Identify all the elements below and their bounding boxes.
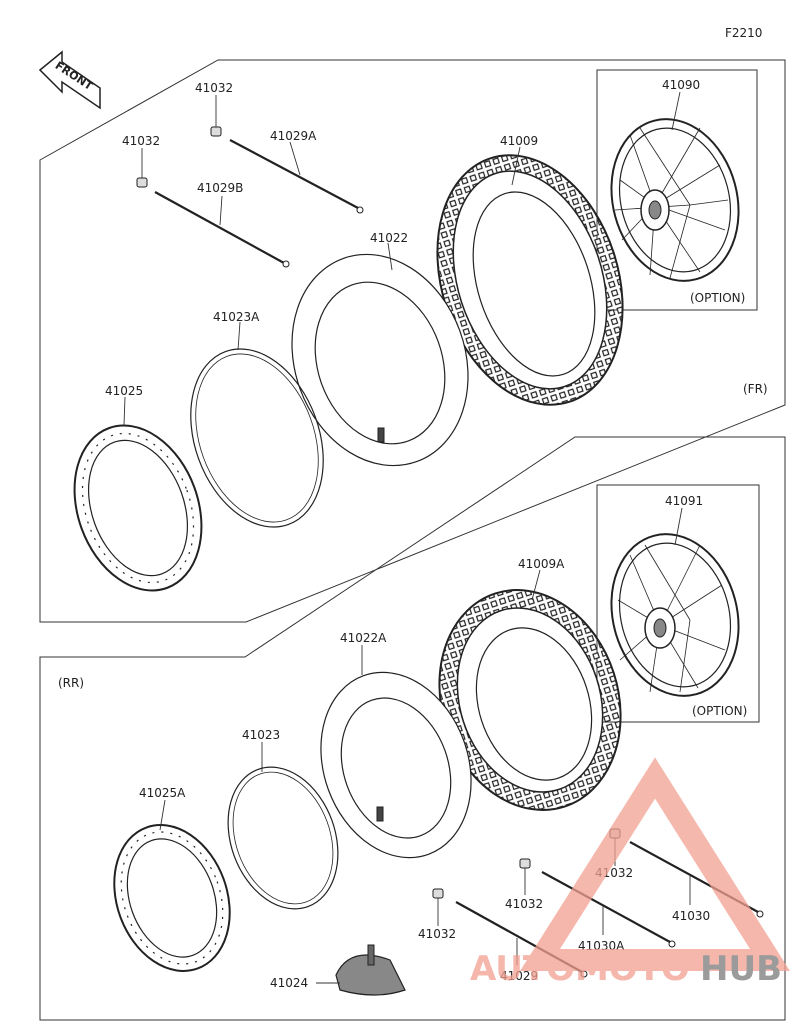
part-label-rim-band-rr: 41023 (242, 728, 280, 742)
front-section-frame (39, 59, 786, 623)
watermark-logo: AUTOMOTO HUB (470, 757, 790, 989)
tire-rr (438, 569, 622, 811)
part-label-wheel-rr-option: 41091 (665, 494, 703, 508)
watermark-text-2: HUB (700, 949, 782, 989)
part-label-wheel-fr-option: 41090 (662, 78, 700, 92)
rear-section-label: (RR) (58, 676, 84, 690)
part-label-rim-band-fr: 41023A (213, 310, 260, 324)
rim-band-fr (190, 321, 324, 528)
rim-rr (113, 799, 231, 972)
front-option-label: (OPTION) (690, 291, 745, 305)
spoke-rr-b (541, 871, 676, 948)
rim-fr (73, 396, 203, 592)
part-label-rim-rr: 41025A (139, 786, 186, 800)
part-label-valve-rr-c: 41032 (418, 927, 456, 941)
part-label-rim-fr: 41025 (105, 384, 143, 398)
part-label-tire-rr: 41009A (518, 557, 565, 571)
watermark-text-1: AUTOMOTO (470, 949, 690, 989)
tire-fr (436, 146, 624, 406)
rear-option-box (596, 484, 760, 723)
part-label-spoke-rr-a: 41030 (672, 909, 710, 923)
front-section-label: (FR) (743, 382, 768, 396)
front-arrow-icon: FRONT (38, 50, 101, 110)
spoke-fr-b (154, 191, 290, 268)
part-label-spoke-rr-c: 41029 (500, 969, 538, 983)
front-option-box (596, 69, 758, 311)
part-label-spoke-fr-a: 41029A (270, 129, 317, 143)
tube-rr (320, 645, 472, 859)
wheel-rr-option (610, 507, 740, 697)
rear-option-label: (OPTION) (692, 704, 747, 718)
valve-rr-b (519, 858, 531, 895)
rim-band-rr (227, 742, 339, 910)
part-label-spoke-fr-b: 41029B (197, 181, 243, 195)
tube-fr (291, 242, 469, 467)
part-label-rim-lock: 41024 (270, 976, 308, 990)
diagram-code: F2210 (725, 26, 762, 40)
rim-lock (316, 944, 406, 996)
valve-fr-a (210, 95, 222, 137)
part-label-valve-fr-b: 41032 (122, 134, 160, 148)
part-label-valve-rr-b: 41032 (505, 897, 543, 911)
valve-fr-b (136, 148, 148, 188)
wheel-fr-option (610, 91, 740, 282)
part-label-valve-fr-a: 41032 (195, 81, 233, 95)
part-label-tube-fr: 41022 (370, 231, 408, 245)
part-label-tube-rr: 41022A (340, 631, 387, 645)
valve-rr-c (432, 888, 444, 926)
spoke-fr-a (229, 139, 364, 214)
part-label-tire-fr: 41009 (500, 134, 538, 148)
rear-section-frame (39, 436, 786, 1021)
